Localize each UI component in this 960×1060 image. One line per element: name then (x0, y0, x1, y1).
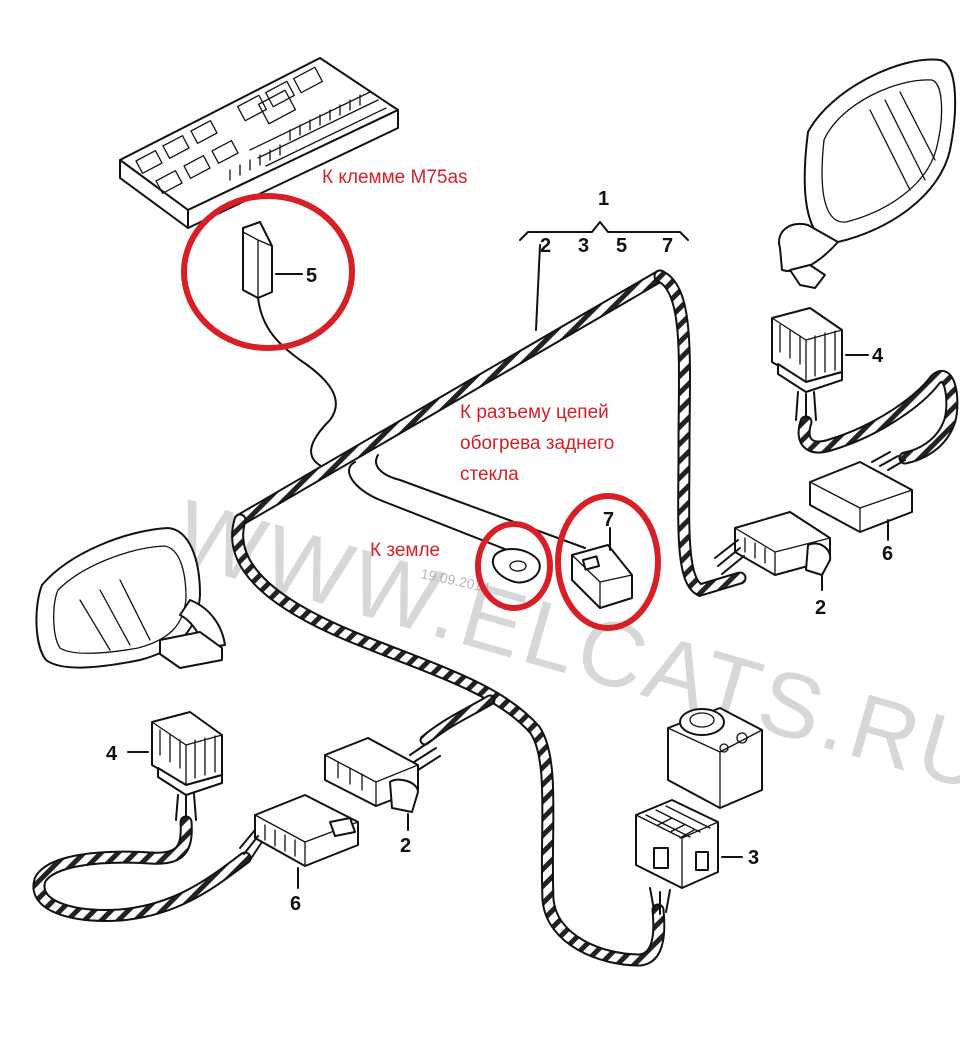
callout-2-lower: 2 (400, 835, 411, 857)
callout-1-sub-3: 3 (578, 235, 589, 257)
connector-4-right (771, 307, 869, 421)
note-to-terminal: К клемме M75as (322, 167, 468, 188)
callout-2-right: 2 (815, 597, 826, 619)
mirror-left (35, 527, 226, 669)
callout-4-right: 4 (872, 345, 884, 367)
fuse-relay-box (119, 57, 399, 229)
callout-4-left: 4 (106, 743, 118, 765)
callout-1-sub-5: 5 (616, 235, 627, 257)
connector-7 (571, 527, 633, 609)
connector-6-left (239, 794, 359, 889)
main-harness (231, 269, 747, 967)
callout-6-right: 6 (882, 543, 893, 565)
connector-6-right (809, 451, 913, 541)
mirror-switch (667, 707, 763, 809)
note-to-ground: К земле (370, 540, 440, 561)
note-rear-window-line1: К разъему цепей (460, 402, 609, 423)
callout-5: 5 (306, 265, 317, 287)
right-loop-harness (797, 370, 959, 465)
terminal-5 (242, 221, 337, 471)
callout-1: 1 (598, 188, 609, 210)
callout-6-left: 6 (290, 893, 301, 915)
ground-ring-terminal (492, 548, 541, 584)
callout-7: 7 (603, 509, 614, 531)
mirror-right (778, 58, 957, 289)
callout-1-sub-2: 2 (540, 235, 551, 257)
callout-3: 3 (748, 847, 759, 869)
note-rear-window-line2: обогрева заднего (460, 433, 614, 454)
connector-2-lower (324, 737, 441, 831)
left-loop-harness (32, 815, 252, 922)
harness-callout-bracket (519, 221, 689, 331)
note-rear-window-line3: стекла (460, 464, 519, 485)
connector-4-left (127, 711, 223, 823)
red-highlights (181, 193, 661, 631)
connector-3 (635, 799, 743, 915)
connector-2-right (714, 511, 832, 591)
ground-and-rear-window-wires (348, 454, 586, 556)
callout-1-sub-7: 7 (662, 235, 673, 257)
